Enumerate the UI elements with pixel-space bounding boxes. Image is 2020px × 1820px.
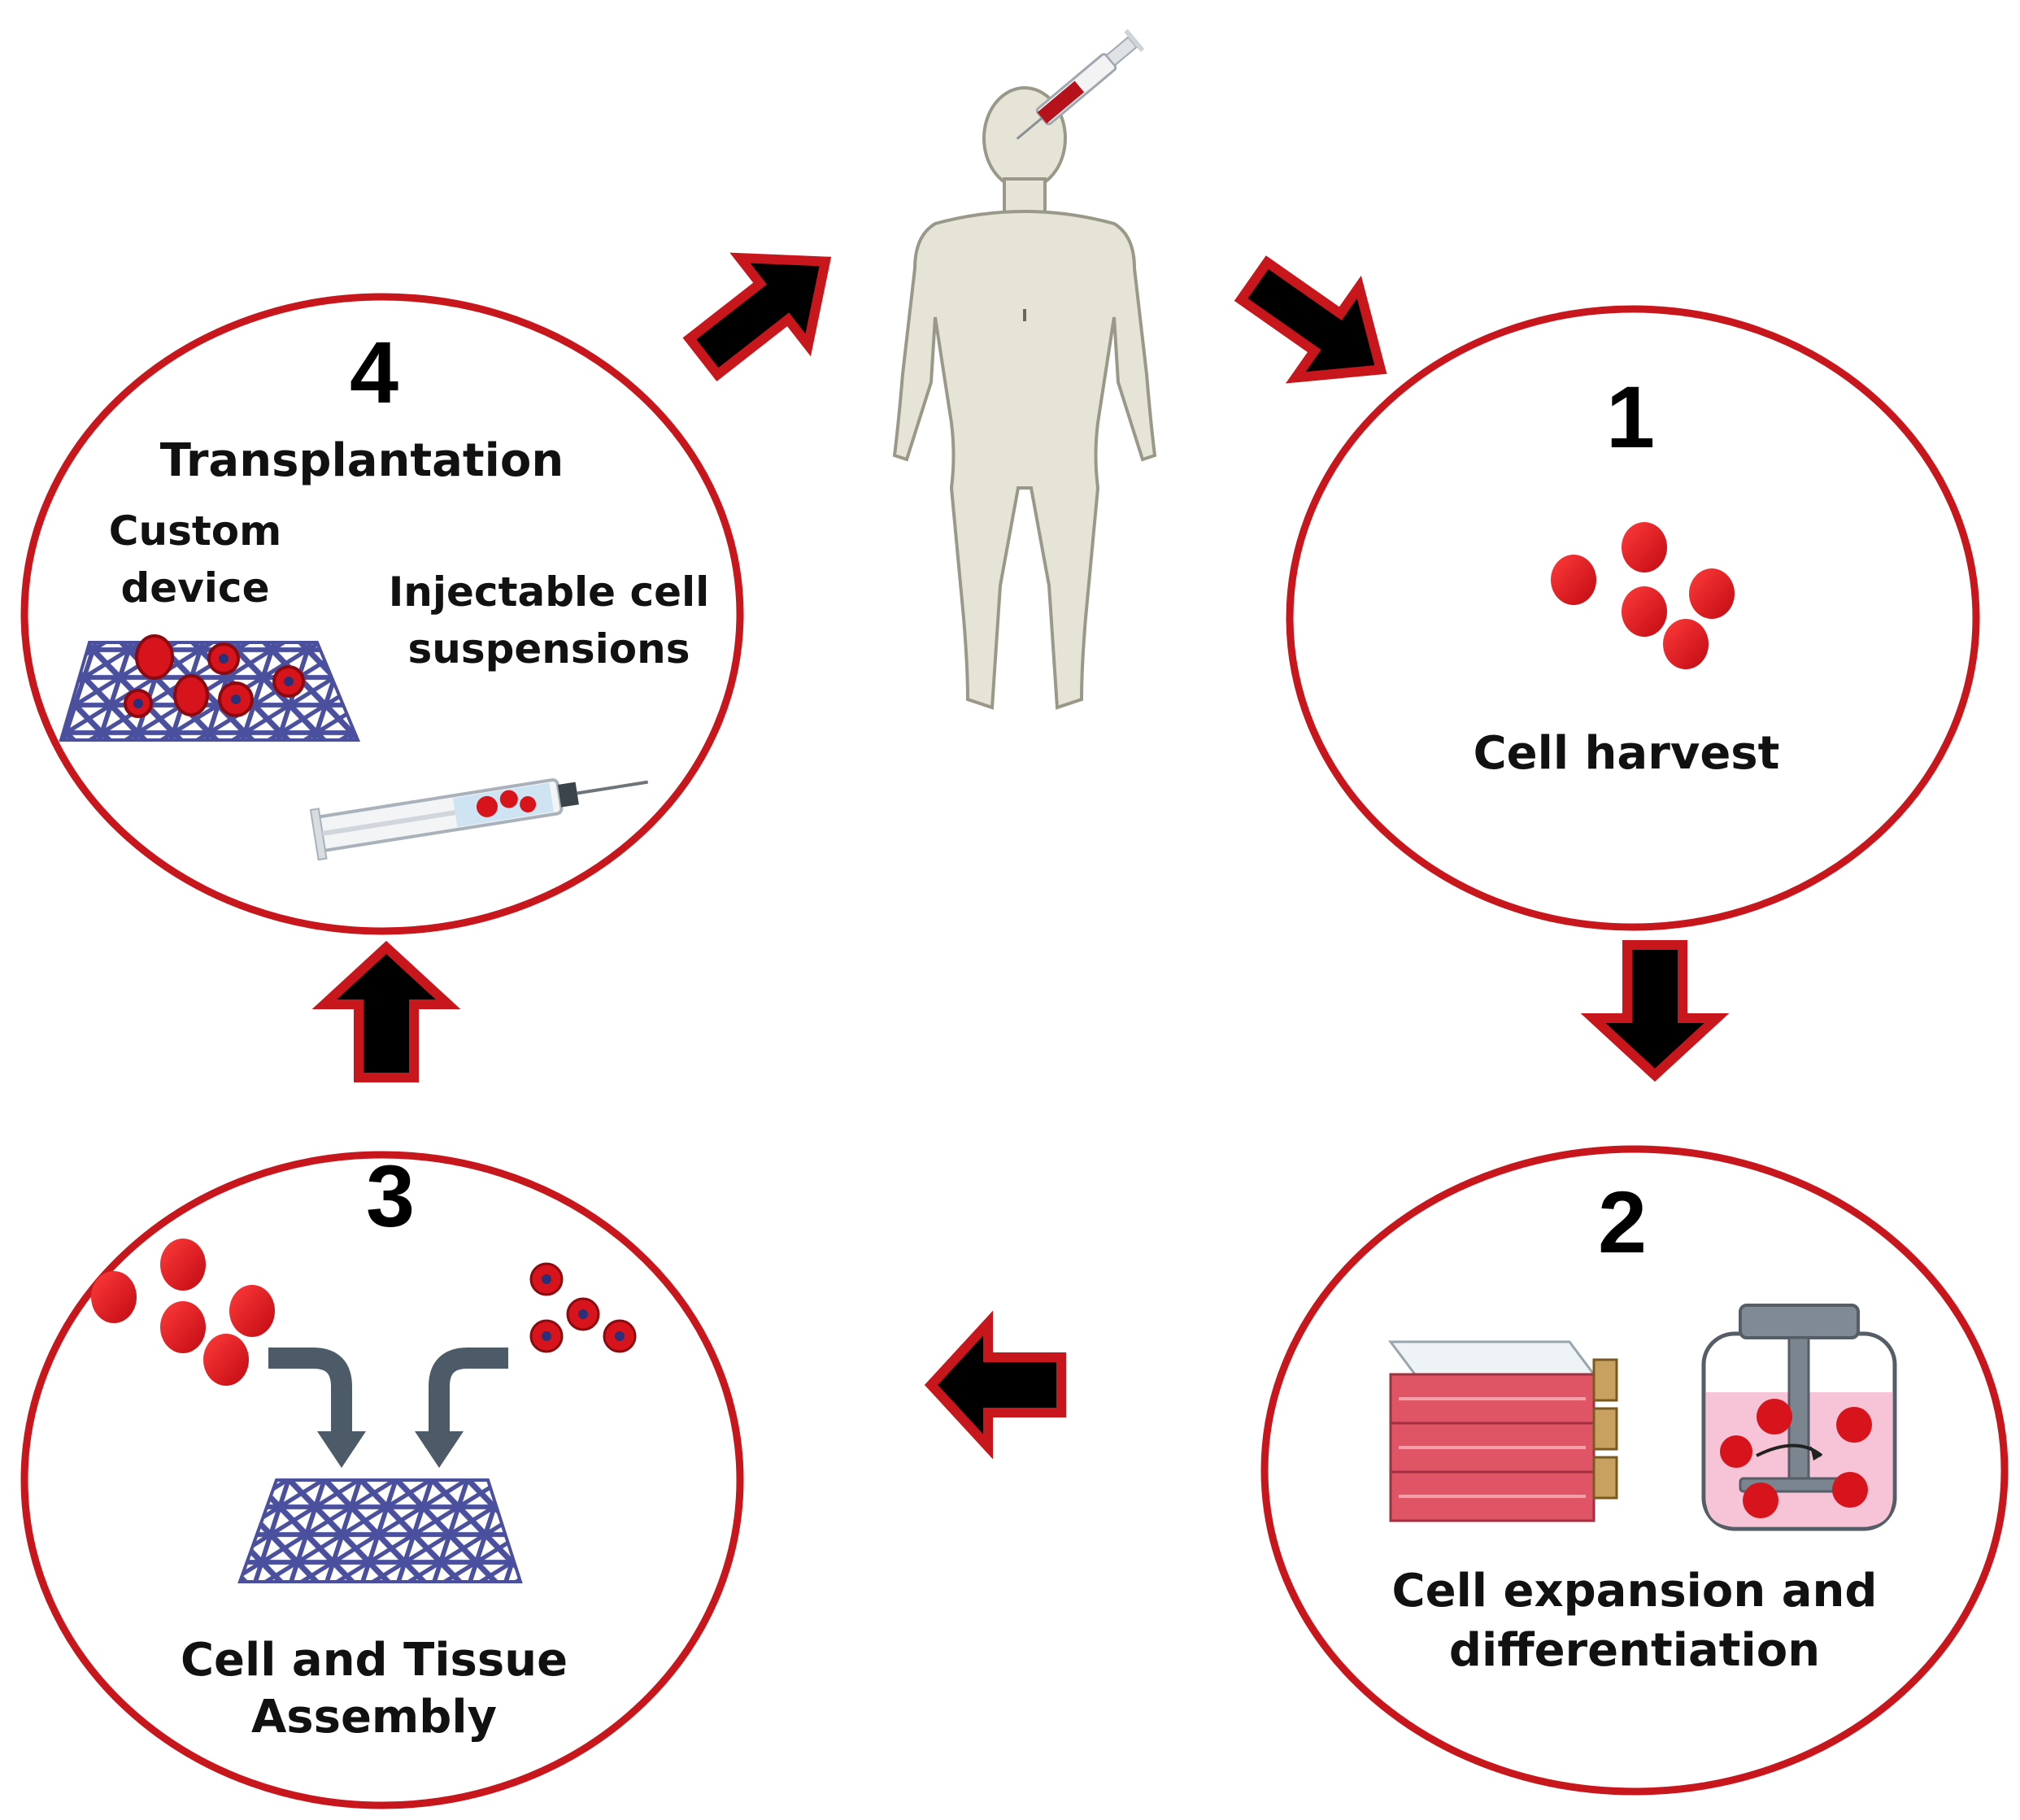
arrow-body-to-1 <box>1234 255 1387 384</box>
arrow-4-to-body <box>682 252 832 381</box>
scaffold-mesh-icon <box>237 1478 523 1583</box>
harvested-cells-icon <box>1551 522 1735 669</box>
stage-4-circle <box>20 293 744 935</box>
gray-merge-arrow-right-icon <box>415 1348 508 1468</box>
stage-2-expansion: 2 <box>1260 1145 2009 1796</box>
stage-2-number: 2 <box>1598 1173 1647 1271</box>
syringe-icon <box>309 777 648 861</box>
arrow-3-to-4 <box>311 940 461 1082</box>
custom-device-label-line1: Custom <box>109 507 281 555</box>
arrow-2-to-3 <box>924 1310 1066 1460</box>
stage-4-number: 4 <box>350 323 398 421</box>
custom-device-scaffold-icon <box>59 634 360 742</box>
seeded-cell <box>124 634 305 718</box>
custom-device-label-line2: device <box>121 564 270 612</box>
injectable-label-line1: Injectable cell <box>389 568 710 616</box>
differentiated-cells-icon <box>91 1239 275 1386</box>
stage-3-label-line1: Cell and Tissue <box>181 1634 568 1687</box>
stage-3-assembly: 3 <box>20 1147 744 1809</box>
arrow-1-to-2 <box>1580 940 1730 1082</box>
small-cells-icon <box>529 1262 637 1353</box>
bioreactor-icon <box>1701 1304 1897 1531</box>
gray-merge-arrow-left-icon <box>268 1348 366 1468</box>
stage-2-label-line1: Cell expansion and <box>1392 1565 1878 1618</box>
head-syringe-icon <box>1016 28 1145 140</box>
stage-4-transplantation: 4 Transplantation Custom device Injectab… <box>20 293 744 935</box>
stage-1-cell-harvest: 1 Cell harvest <box>1286 305 1980 931</box>
stage-4-label: Transplantation <box>160 434 564 487</box>
culture-flask-stack-icon <box>1388 1340 1618 1522</box>
stage-3-number: 3 <box>366 1147 415 1245</box>
stage-1-number: 1 <box>1606 368 1655 466</box>
stage-2-label-line2: differentiation <box>1449 1624 1820 1677</box>
stage-1-label: Cell harvest <box>1474 727 1780 780</box>
human-figure-icon <box>892 86 1157 710</box>
injectable-label-line2: suspensions <box>407 625 690 673</box>
stage-3-label-line2: Assembly <box>251 1691 497 1744</box>
